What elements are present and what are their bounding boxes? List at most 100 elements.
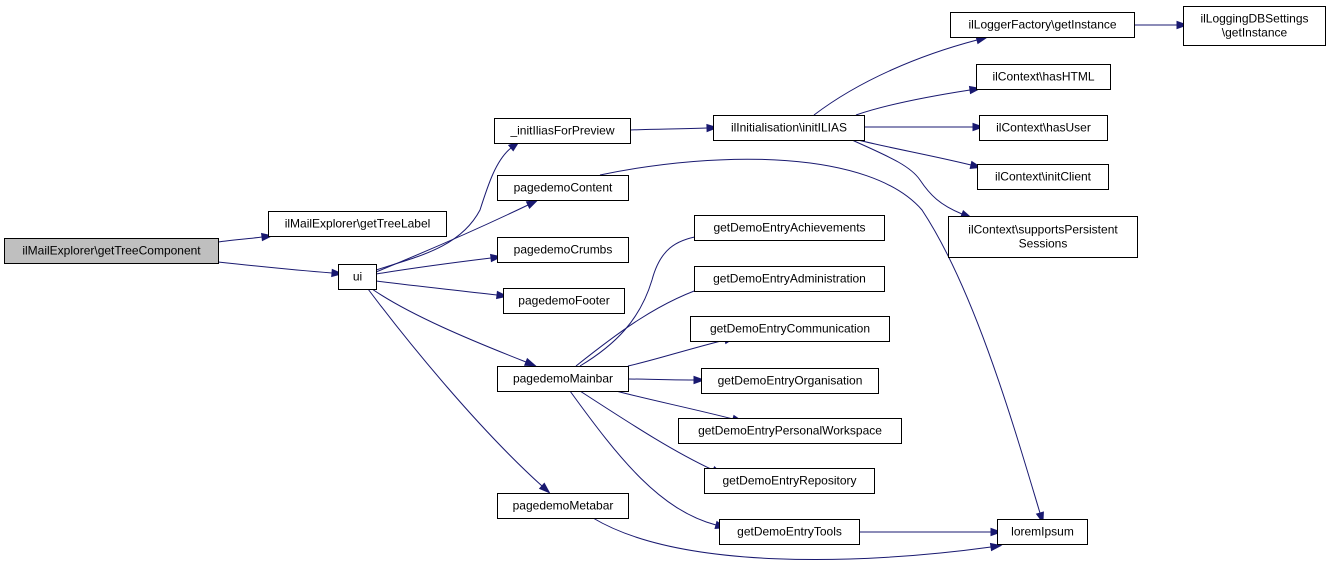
node-box bbox=[997, 519, 1088, 545]
node-box bbox=[694, 215, 885, 241]
node-box bbox=[977, 164, 1109, 190]
arrowhead-icon bbox=[693, 375, 706, 385]
edge-n2-n6 bbox=[375, 280, 509, 300]
node-label: getDemoEntryAdministration bbox=[713, 272, 866, 286]
node-label: ilContext\hasHTML bbox=[992, 70, 1094, 84]
edge-n9-n18 bbox=[855, 85, 982, 116]
node-n1[interactable]: ilMailExplorer\getTreeLabel bbox=[268, 211, 447, 237]
node-n20[interactable]: ilContext\initClient bbox=[977, 164, 1109, 190]
edge-line bbox=[851, 139, 963, 215]
node-n12[interactable]: getDemoEntryCommunication bbox=[690, 316, 890, 342]
node-n5[interactable]: pagedemoCrumbs bbox=[497, 237, 629, 263]
node-label: loremIpsum bbox=[1011, 525, 1074, 539]
node-label: pagedemoCrumbs bbox=[514, 243, 613, 257]
node-n11[interactable]: getDemoEntryAdministration bbox=[694, 266, 885, 292]
node-n17[interactable]: ilLoggerFactory\getInstance bbox=[950, 12, 1135, 38]
node-box bbox=[268, 211, 447, 237]
arrowhead-icon bbox=[525, 200, 539, 210]
node-label: pagedemoFooter bbox=[518, 294, 609, 308]
node-label: getDemoEntryTools bbox=[737, 525, 842, 539]
node-n13[interactable]: getDemoEntryOrganisation bbox=[701, 368, 879, 394]
edge-line bbox=[592, 517, 992, 561]
edge-line bbox=[569, 390, 717, 526]
node-n3[interactable]: _initIliasForPreview bbox=[494, 118, 631, 144]
edge-n0-n1 bbox=[217, 232, 274, 243]
node-label: ilLoggingDBSettings bbox=[1200, 12, 1308, 26]
node-n18[interactable]: ilContext\hasHTML bbox=[976, 64, 1111, 90]
edge-n0-n2 bbox=[217, 261, 344, 278]
node-box bbox=[979, 115, 1108, 141]
arrowhead-icon bbox=[538, 482, 551, 494]
edge-line bbox=[579, 390, 714, 471]
node-box bbox=[338, 264, 377, 290]
edge-line bbox=[627, 378, 695, 381]
node-n23[interactable]: ilLoggingDBSettings\getInstance bbox=[1183, 6, 1326, 46]
node-n16[interactable]: getDemoEntryTools bbox=[719, 519, 860, 545]
edge-line bbox=[599, 158, 1041, 514]
node-box bbox=[497, 175, 629, 201]
edge-line bbox=[855, 89, 971, 116]
edge-line bbox=[217, 236, 263, 243]
node-box bbox=[719, 519, 860, 545]
node-label: Sessions bbox=[1019, 237, 1068, 251]
node-box bbox=[497, 237, 629, 263]
edge-n3-n9 bbox=[629, 123, 719, 133]
node-label: pagedemoMetabar bbox=[513, 499, 614, 513]
node-label: ilMailExplorer\getTreeComponent bbox=[22, 244, 201, 258]
edge-line bbox=[367, 288, 543, 487]
node-box bbox=[950, 12, 1135, 38]
node-n7[interactable]: pagedemoMainbar bbox=[497, 366, 629, 392]
edge-line bbox=[217, 261, 333, 274]
edge-line bbox=[375, 204, 529, 273]
arrowhead-icon bbox=[990, 527, 1003, 537]
edges-layer bbox=[217, 20, 1189, 561]
node-n8[interactable]: pagedemoMetabar bbox=[497, 493, 629, 519]
node-n9[interactable]: ilInitialisation\initILIAS bbox=[713, 115, 865, 141]
node-n6[interactable]: pagedemoFooter bbox=[503, 288, 625, 314]
node-label: getDemoEntryPersonalWorkspace bbox=[698, 424, 882, 438]
node-n10[interactable]: getDemoEntryAchievements bbox=[694, 215, 885, 241]
arrowhead-icon bbox=[523, 357, 537, 367]
node-label: getDemoEntryCommunication bbox=[710, 322, 870, 336]
node-label: pagedemoMainbar bbox=[513, 372, 613, 386]
edge-n7-n13 bbox=[627, 375, 706, 385]
node-n14[interactable]: getDemoEntryPersonalWorkspace bbox=[678, 418, 902, 444]
edge-n9-n20 bbox=[857, 139, 983, 169]
arrowhead-icon bbox=[331, 268, 344, 278]
node-label: getDemoEntryRepository bbox=[722, 474, 856, 488]
node-label: _initIliasForPreview bbox=[509, 124, 614, 138]
node-label: ilContext\initClient bbox=[995, 170, 1092, 184]
node-box bbox=[976, 64, 1111, 90]
node-n0[interactable]: ilMailExplorer\getTreeComponent bbox=[4, 238, 219, 264]
node-box bbox=[4, 238, 219, 264]
node-n2[interactable]: ui bbox=[338, 264, 377, 290]
edge-line bbox=[371, 288, 527, 363]
edge-line bbox=[579, 235, 701, 367]
node-box bbox=[694, 266, 885, 292]
edge-line bbox=[615, 390, 734, 420]
edge-n16-n22 bbox=[859, 527, 1003, 537]
node-box bbox=[494, 118, 631, 144]
node-n22[interactable]: loremIpsum bbox=[997, 519, 1088, 545]
edge-line bbox=[375, 280, 498, 296]
node-n4[interactable]: pagedemoContent bbox=[497, 175, 629, 201]
node-box bbox=[701, 368, 879, 394]
node-n15[interactable]: getDemoEntryRepository bbox=[704, 468, 875, 494]
node-label: ilContext\hasUser bbox=[996, 121, 1091, 135]
edge-line bbox=[375, 257, 492, 275]
node-label: ilInitialisation\initILIAS bbox=[731, 121, 847, 135]
node-label: pagedemoContent bbox=[514, 181, 613, 195]
node-label: getDemoEntryAchievements bbox=[713, 221, 865, 235]
edge-line bbox=[857, 139, 972, 166]
edge-n8-n22 bbox=[592, 517, 1003, 561]
node-box bbox=[704, 468, 875, 494]
edge-n17-n23 bbox=[1134, 20, 1189, 30]
node-label: ui bbox=[353, 270, 362, 284]
edge-n7-n14 bbox=[615, 390, 745, 423]
edge-line bbox=[813, 39, 978, 116]
node-box bbox=[497, 493, 629, 519]
node-n19[interactable]: ilContext\hasUser bbox=[979, 115, 1108, 141]
edge-n2-n7 bbox=[371, 288, 537, 367]
